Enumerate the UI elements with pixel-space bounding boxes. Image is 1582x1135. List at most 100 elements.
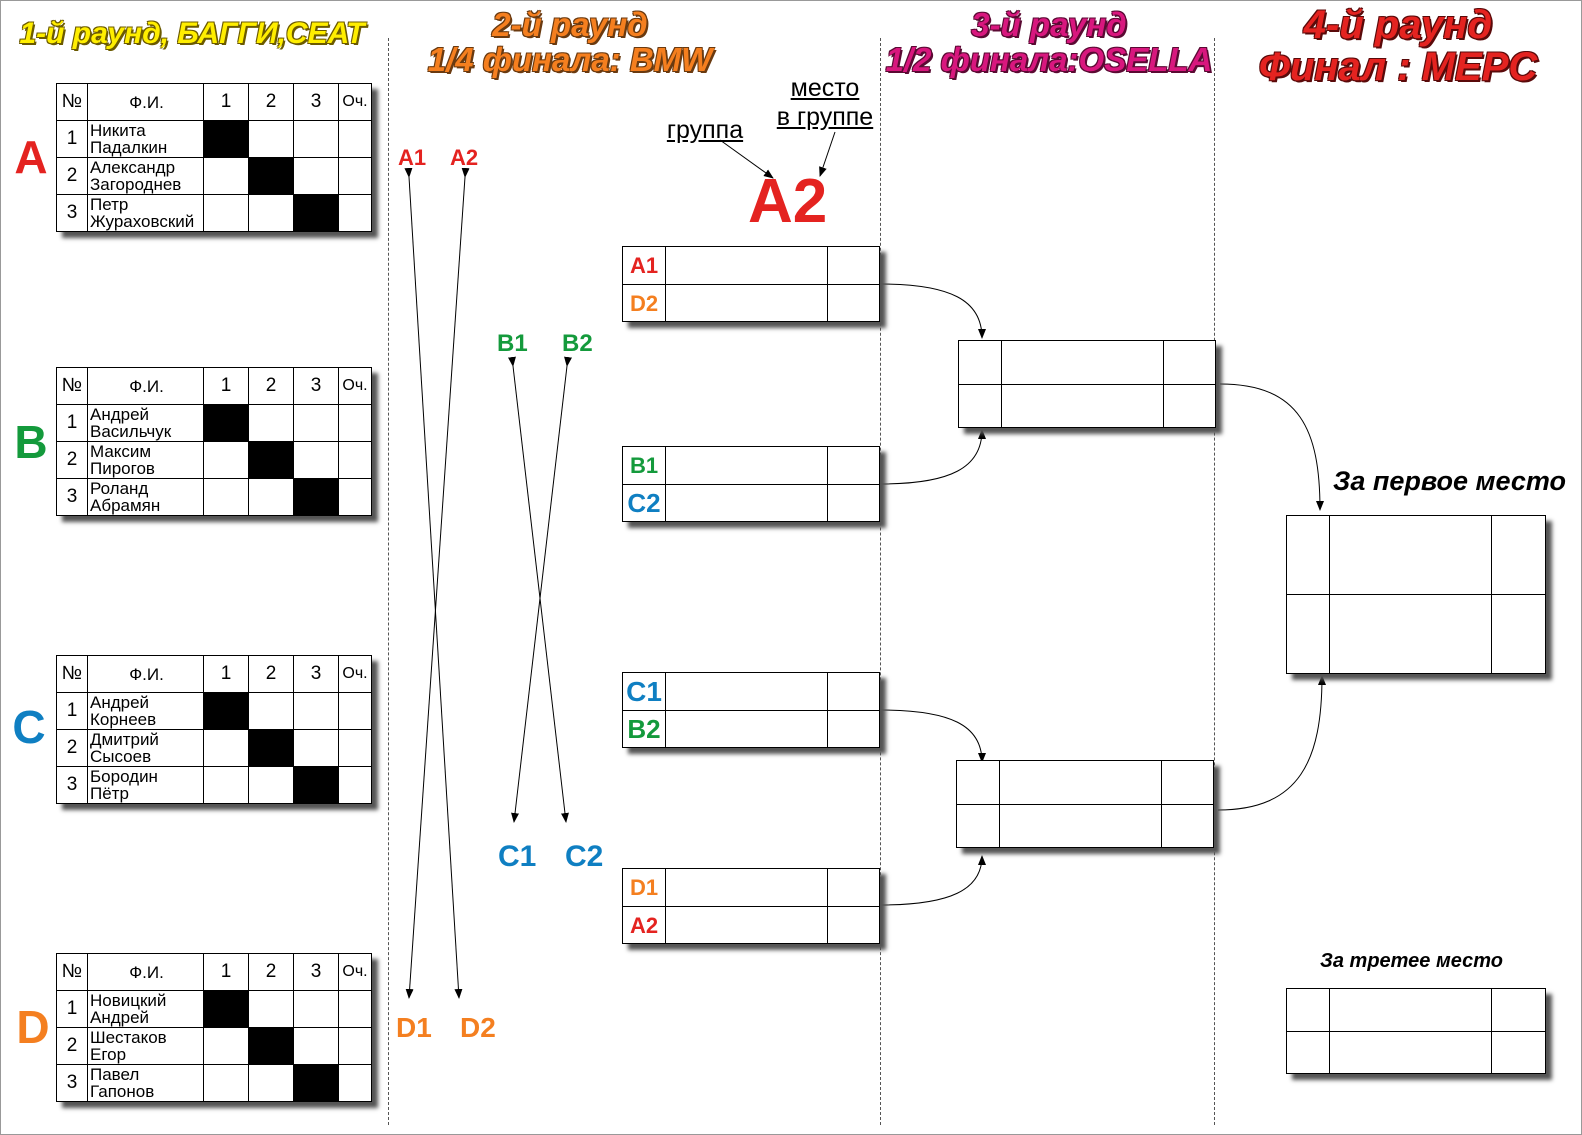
points-cell[interactable] (338, 157, 372, 195)
col-2-header: 2 (248, 655, 294, 693)
points-cell[interactable] (338, 478, 372, 516)
score-cell[interactable] (203, 766, 249, 804)
col-3-header: 3 (293, 953, 339, 991)
semifinal-2 (956, 760, 1214, 848)
label-d2: D2 (460, 1012, 496, 1043)
quarterfinal-1: A1 D2 (622, 246, 880, 322)
score-cell[interactable] (248, 1064, 294, 1102)
blocked-cell (293, 194, 339, 232)
separator-3 (1214, 38, 1215, 1125)
score-cell[interactable] (293, 404, 339, 442)
row-num: 3 (56, 766, 88, 804)
score-cell[interactable] (203, 478, 249, 516)
blocked-cell (203, 990, 249, 1028)
score-cell[interactable] (248, 478, 294, 516)
slot-label: A2 (623, 907, 666, 944)
score-cell[interactable] (248, 766, 294, 804)
legend-group-label: группа (666, 116, 744, 144)
col-2-header: 2 (248, 83, 294, 121)
round1-title: 1-й раунд, БАГГИ,СЕАТ (19, 17, 365, 50)
points-cell[interactable] (338, 1064, 372, 1102)
connector-sf2 (1217, 675, 1326, 811)
connector-qf4 (879, 855, 986, 906)
score-cell[interactable] (248, 194, 294, 232)
col-num-header: № (56, 367, 88, 405)
connector-qf1 (879, 283, 986, 339)
cross-line-b2-c1 (511, 356, 573, 823)
points-cell[interactable] (338, 120, 372, 158)
points-cell[interactable] (338, 1027, 372, 1065)
label-c1: C1 (498, 840, 537, 873)
slot-label: B1 (623, 447, 666, 484)
separator-1 (388, 38, 389, 1125)
col-1-header: 1 (203, 953, 249, 991)
legend-example: A2 (748, 167, 828, 236)
blocked-cell (203, 120, 249, 158)
cross-line-b1-c2 (507, 356, 569, 823)
slot-label: C2 (623, 485, 666, 522)
points-cell[interactable] (338, 990, 372, 1028)
col-1-header: 1 (203, 83, 249, 121)
first-place-label: За первое место (1333, 466, 1566, 496)
label-b1: B1 (497, 330, 528, 357)
col-2-header: 2 (248, 367, 294, 405)
score-cell[interactable] (203, 1064, 249, 1102)
final-box (1286, 515, 1546, 674)
col-3-header: 3 (293, 367, 339, 405)
score-cell[interactable] (293, 1027, 339, 1065)
points-cell[interactable] (338, 729, 372, 767)
slot-label: B2 (623, 711, 666, 748)
label-a1: A1 (398, 145, 427, 170)
points-cell[interactable] (338, 194, 372, 232)
cross-line-a1-d1 (404, 167, 463, 999)
row-num: 3 (56, 194, 88, 232)
group-letter-c: C (12, 701, 46, 753)
slot-label: C1 (623, 673, 666, 710)
quarterfinal-2: B1 C2 (622, 446, 880, 522)
score-cell[interactable] (293, 990, 339, 1028)
label-a2: A2 (450, 145, 479, 170)
group-letter-a: A (14, 131, 48, 183)
group-letter-b: B (14, 416, 48, 468)
col-points-header: Оч. (338, 83, 372, 121)
row-num: 2 (56, 157, 88, 195)
semifinal-1 (958, 340, 1216, 428)
score-cell[interactable] (293, 157, 339, 195)
col-points-header: Оч. (338, 367, 372, 405)
col-num-header: № (56, 953, 88, 991)
blocked-cell (203, 404, 249, 442)
legend-arrow-place (819, 131, 836, 177)
label-c2: C2 (565, 840, 604, 873)
row-num: 1 (56, 990, 88, 1028)
cross-line-a2-d2 (405, 167, 470, 999)
score-cell[interactable] (203, 441, 249, 479)
legend-arrow-group (719, 139, 774, 179)
connector-qf2 (879, 429, 986, 485)
points-cell[interactable] (338, 766, 372, 804)
col-3-header: 3 (293, 655, 339, 693)
row-num: 2 (56, 1027, 88, 1065)
row-num: 1 (56, 692, 88, 730)
third-place-box (1286, 988, 1546, 1074)
